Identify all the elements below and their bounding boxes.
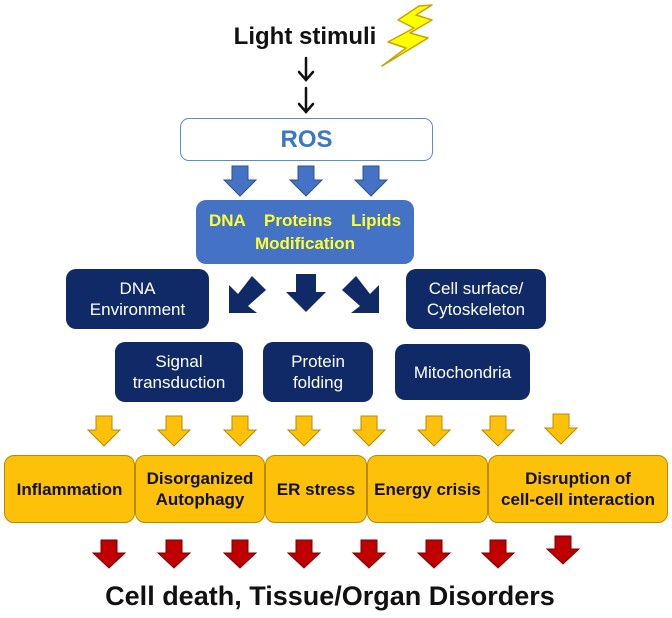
dna-environment-box: DNA Environment xyxy=(66,269,209,329)
light-stimuli-label: Light stimuli xyxy=(233,23,377,50)
orange-arrows xyxy=(86,413,579,447)
stimuli-arrows xyxy=(297,56,315,114)
signal-transduction-box: Signal transduction xyxy=(115,342,243,402)
er-stress-box: ER stress xyxy=(265,455,367,523)
blue-arrow-3 xyxy=(353,165,389,197)
red-arrow-1 xyxy=(91,539,127,569)
red-arrow-5 xyxy=(351,539,387,569)
blue-arrow-2 xyxy=(288,165,324,197)
red-arrows xyxy=(91,535,581,569)
inflammation-box: Inflammation xyxy=(4,455,135,523)
navy-arrow-right xyxy=(342,276,379,313)
red-arrow-8 xyxy=(545,535,581,565)
modification-targets-label: DNA Proteins Lipids xyxy=(208,211,402,230)
orange-arrow-8 xyxy=(543,413,579,445)
red-arrow-4 xyxy=(286,539,322,569)
modification-label: Modification xyxy=(254,234,356,253)
autophagy-box: Disorganized Autophagy xyxy=(135,455,265,523)
energy-crisis-box: Energy crisis xyxy=(367,455,488,523)
navy-arrow-center xyxy=(286,274,326,312)
orange-arrow-7 xyxy=(480,415,516,447)
red-arrow-7 xyxy=(480,539,516,569)
ros-arrows xyxy=(222,165,389,197)
orange-arrow-1 xyxy=(86,415,122,447)
cell-surface-box: Cell surface/ Cytoskeleton xyxy=(406,269,546,329)
navy-arrow-left xyxy=(229,276,266,313)
outcome-label: Cell death, Tissue/Organ Disorders xyxy=(105,580,555,611)
protein-folding-box: Protein folding xyxy=(263,342,373,402)
stimuli-arrow-1-head xyxy=(297,70,315,82)
orange-arrow-4 xyxy=(286,415,322,447)
ros-label: ROS xyxy=(280,125,333,153)
orange-arrow-2 xyxy=(156,415,192,447)
modification-box: DNA Proteins Lipids Modification xyxy=(196,200,414,264)
stimuli-arrow-2-head xyxy=(297,102,315,114)
orange-arrow-6 xyxy=(416,415,452,447)
lightning-bolt-icon xyxy=(381,4,433,67)
red-arrow-2 xyxy=(156,539,192,569)
ros-box: ROS xyxy=(180,118,433,161)
blue-arrow-1 xyxy=(222,165,258,197)
red-arrow-3 xyxy=(222,539,258,569)
mitochondria-box: Mitochondria xyxy=(395,344,530,400)
navy-arrows xyxy=(229,274,379,313)
disruption-box: Disruption of cell-cell interaction xyxy=(488,455,668,523)
orange-arrow-3 xyxy=(222,415,258,447)
orange-arrow-5 xyxy=(351,415,387,447)
red-arrow-6 xyxy=(416,539,452,569)
